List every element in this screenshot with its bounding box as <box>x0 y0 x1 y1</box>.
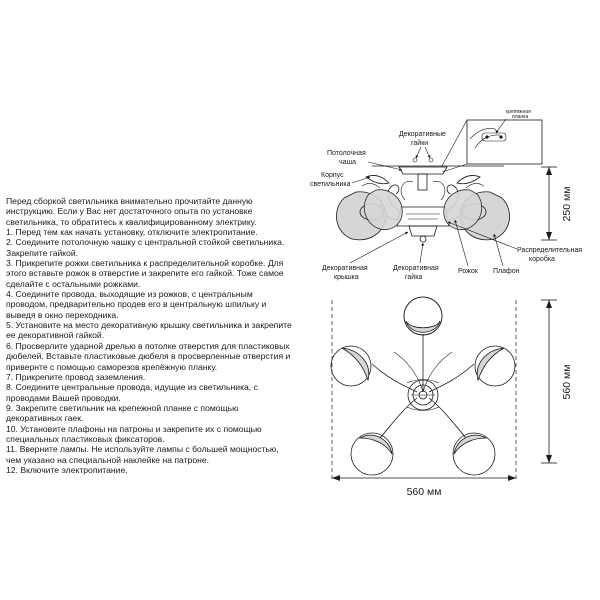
label-shade: Плафон <box>493 268 520 275</box>
instruction-step: 7. Прикрепите провод заземления. <box>6 371 146 382</box>
leaf-ornament <box>365 175 390 185</box>
label-decorative-cover: Декоративная <box>322 265 368 272</box>
shade-top-4 <box>350 432 394 476</box>
instruction-step: 8. Соедините центральные провода, идущие… <box>6 382 258 403</box>
instruction-step: 11. Вверните лампы. Не используйте лампы… <box>6 444 279 465</box>
instruction-step: 3. Прикрепите рожки светильника к распре… <box>6 258 284 289</box>
instruction-step: 2. Соедините потолочную чашку с централь… <box>6 237 285 258</box>
shade-side-left-back <box>363 189 403 230</box>
diameter-side-label: 560 мм <box>561 365 573 400</box>
label-decorative-nut: Декоративная <box>393 265 439 272</box>
label-ceiling-cup-2: чаша <box>339 159 356 166</box>
label-decorative-nuts-2: гайки <box>411 139 428 147</box>
instruction-step: 10. Установите плафоны на патроны и закр… <box>6 423 262 444</box>
instruction-step: 1. Перед тем как начать установку, отклю… <box>6 227 258 238</box>
shade-top-5 <box>452 432 496 476</box>
instruction-step: 9. Закрепите светильник на крепежной пла… <box>6 402 239 424</box>
side-view: крепежная планка <box>310 109 582 281</box>
shade-side-right-back <box>443 189 483 230</box>
instruction-step: 6. Просверлите ударной дрелью в потолке … <box>6 340 291 372</box>
label-body-2: светильника <box>310 181 351 188</box>
mounting-plate-label-2: планка <box>512 114 528 120</box>
decorative-nut-bottom <box>419 235 427 243</box>
label-decorative-cover-2: крышка <box>334 274 359 281</box>
mounting-plate-label: крепежная <box>506 109 531 115</box>
central-stem <box>417 173 428 191</box>
instruction-step: 4. Соедините провода, выходящие из рожко… <box>6 289 267 320</box>
decorative-nut-top <box>412 157 418 163</box>
instruction-step: 12. Включите электропитание. <box>6 464 128 475</box>
label-decorative-nut-2: гайка <box>405 273 422 281</box>
label-decorative-nuts: Декоративные <box>399 131 446 138</box>
leaf-ornament <box>456 175 481 185</box>
arm-top <box>371 363 418 393</box>
junction-box <box>396 206 450 227</box>
ceiling-cup <box>398 166 448 175</box>
label-body: Корпус <box>321 172 344 179</box>
label-junction-box-2: коробка <box>529 255 555 263</box>
shade-top-1 <box>403 296 443 336</box>
height-dimension-label: 250 мм <box>561 187 573 222</box>
diameter-bottom-label: 560 мм <box>407 486 442 498</box>
instruction-step: 5. Установите на место декоративную крыш… <box>6 320 292 341</box>
label-ceiling-cup: Потолочная <box>327 150 366 157</box>
center-hub <box>407 379 439 411</box>
top-view: 560 мм 560 мм <box>330 296 573 498</box>
assembly-instructions: Перед сборкой светильника внимательно пр… <box>6 196 292 475</box>
label-arm: Рожок <box>458 268 479 275</box>
mounting-plate-inset: крепежная планка <box>441 109 543 173</box>
instructions-intro: Перед сборкой светильника внимательно пр… <box>6 196 257 227</box>
decorative-nut-top <box>428 157 434 163</box>
decorative-cover <box>408 225 438 237</box>
label-junction-box: Распределительная <box>517 247 582 254</box>
shade-top-3 <box>474 345 516 387</box>
shade-top-2 <box>330 345 372 387</box>
